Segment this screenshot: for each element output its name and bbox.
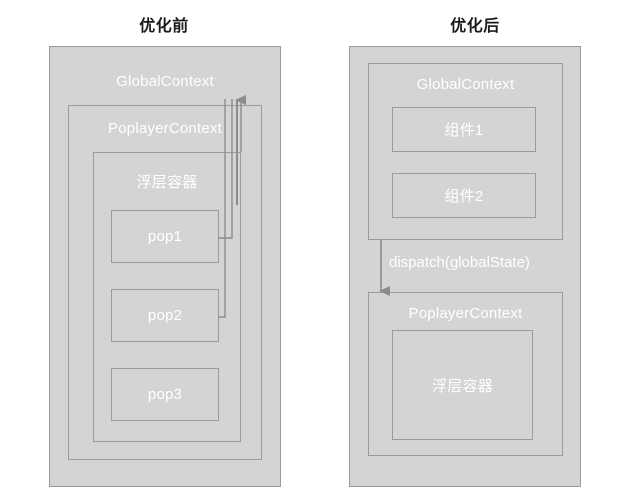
after-component-2-label: 组件2 bbox=[444, 188, 484, 205]
before-pop1-box[interactable]: pop1 bbox=[111, 210, 219, 263]
panel-title-before: 优化前 bbox=[139, 18, 189, 35]
panel-title-after: 优化后 bbox=[450, 18, 500, 35]
after-globalcontext-label: GlobalContext bbox=[416, 76, 515, 93]
before-pop2-box[interactable]: pop2 bbox=[111, 289, 219, 342]
before-float-container-label: 浮层容器 bbox=[136, 174, 198, 191]
after-dispatch-label: dispatch(globalState) bbox=[389, 254, 530, 271]
before-pop3-label: pop3 bbox=[147, 386, 183, 403]
after-poplayercontext-label: PoplayerContext bbox=[408, 305, 523, 322]
before-pop3-box[interactable]: pop3 bbox=[111, 368, 219, 421]
after-component-2-box[interactable]: 组件2 bbox=[392, 173, 536, 218]
after-float-container-label: 浮层容器 bbox=[432, 377, 493, 395]
after-float-container-box[interactable]: 浮层容器 bbox=[392, 330, 533, 440]
after-component-1-box[interactable]: 组件1 bbox=[392, 107, 536, 152]
before-poplayercontext-label: PoplayerContext bbox=[108, 120, 222, 137]
after-component-1-label: 组件1 bbox=[444, 122, 484, 139]
before-globalcontext-label: GlobalContext bbox=[116, 73, 214, 90]
before-pop1-label: pop1 bbox=[147, 228, 183, 245]
before-pop2-label: pop2 bbox=[147, 307, 183, 324]
